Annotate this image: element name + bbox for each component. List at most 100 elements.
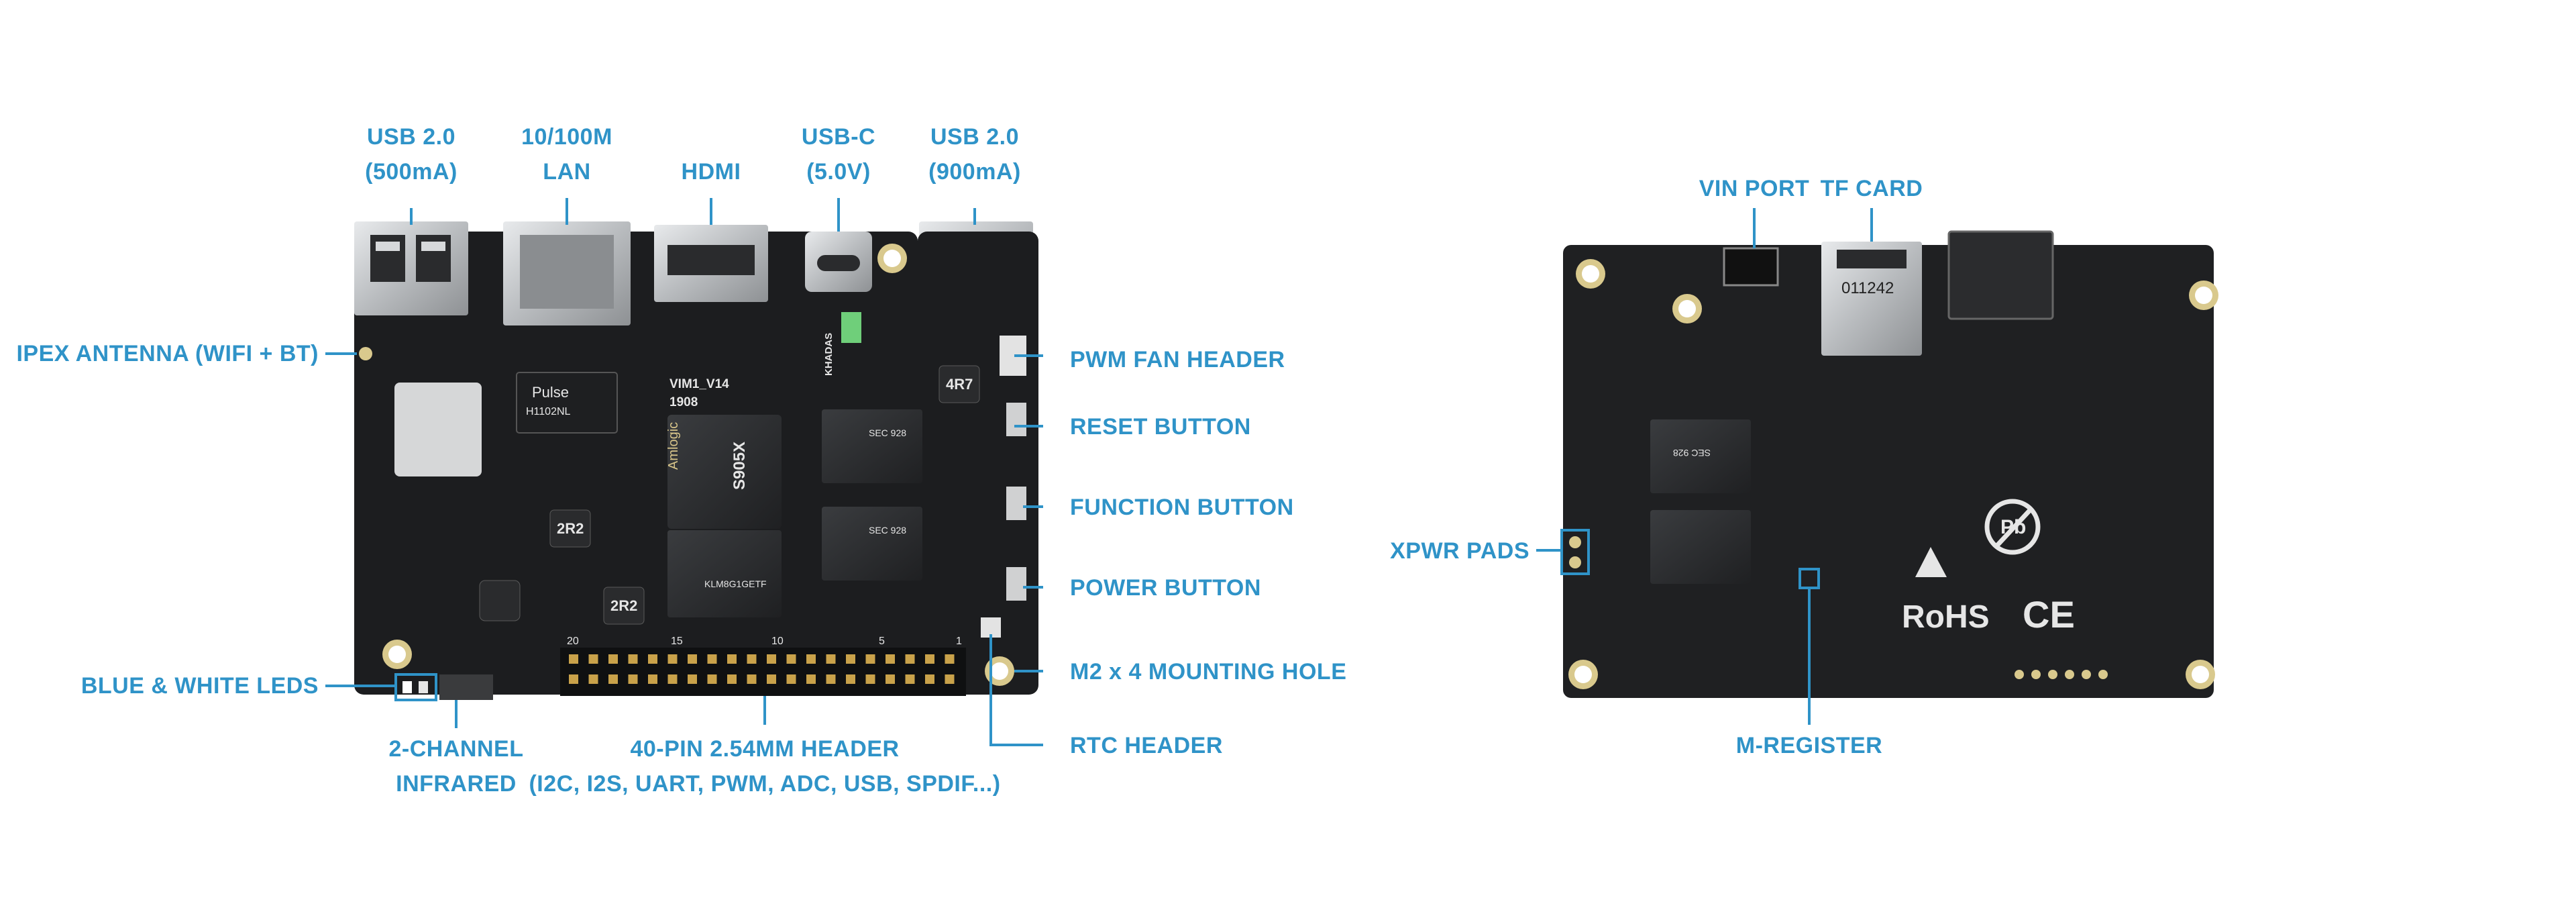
ram-chip-back <box>1650 510 1751 584</box>
gpio-pin <box>905 654 915 664</box>
ram-text: SEC 928 <box>869 427 906 438</box>
reset-button <box>1006 403 1026 436</box>
gpio-pin <box>727 654 737 664</box>
ipex-antenna-label: IPEX ANTENNA (WIFI + BT) <box>16 341 319 366</box>
xpwr-pads-label: XPWR PADS <box>1390 538 1529 564</box>
power-button-label: POWER BUTTON <box>1070 575 1261 601</box>
gpio-pin <box>806 674 816 684</box>
gpio-pin <box>767 654 776 664</box>
rtc-header-label: RTC HEADER <box>1070 733 1223 758</box>
esd-warning-icon <box>1915 547 1947 577</box>
mounting-hole <box>883 250 901 267</box>
m-register-label: M-REGISTER <box>1735 733 1883 758</box>
emmc-text: KLM8G1GETF <box>704 578 767 589</box>
gpio-pin <box>747 654 757 664</box>
lan-transformer <box>516 372 618 434</box>
inductor-text: 2R2 <box>610 597 637 614</box>
gpio-pin <box>667 674 678 684</box>
pin-number-1: 1 <box>956 636 962 647</box>
gpio-pins <box>569 654 955 684</box>
ram-chip <box>822 507 922 581</box>
pb-text: Pb <box>2000 516 2026 538</box>
bottom-pads <box>2015 670 2108 679</box>
usbc-label: USB-C(5.0V) <box>801 124 876 185</box>
gpio-pin <box>865 654 875 664</box>
tf-code-text: 011242 <box>1841 279 1894 297</box>
gpio-pin <box>688 674 697 684</box>
back-board <box>1560 230 2218 698</box>
pin-number-20: 20 <box>567 636 579 647</box>
vin-port <box>1723 247 1779 287</box>
gpio-pin <box>628 654 638 664</box>
tf-card-label: TF CARD <box>1820 176 1923 201</box>
gpio-pin <box>786 674 796 684</box>
leader-lines <box>325 198 1873 746</box>
board-date-text: 1908 <box>669 395 698 409</box>
emmc-chip <box>667 530 782 617</box>
pin-number-15: 15 <box>671 636 683 647</box>
gpio-pin <box>846 654 855 664</box>
gpio-pin <box>569 674 578 684</box>
ram-chip <box>822 409 922 483</box>
wifi-module <box>394 383 482 476</box>
gpio-pin <box>608 654 618 664</box>
tf-card-slot <box>1821 242 1922 356</box>
mounting-hole <box>388 646 406 663</box>
xpwr-pads <box>1560 529 1590 575</box>
inductor-text: 4R7 <box>946 376 973 393</box>
gpio-pin <box>767 674 776 684</box>
gpio-pin <box>727 674 737 684</box>
usb-900ma-label: USB 2.0(900mA) <box>928 124 1021 185</box>
gpio-pin <box>707 674 717 684</box>
front-board <box>354 221 1038 701</box>
gpio-pin <box>688 654 697 664</box>
ram-text: SEC 928 <box>869 525 906 536</box>
pulse-text: Pulse <box>532 384 569 401</box>
gpio-pin <box>945 674 955 684</box>
gpio-pin <box>588 654 598 664</box>
pin-number-10: 10 <box>771 636 784 647</box>
gpio-pin <box>707 654 717 664</box>
back-ram-text: SEC 928 <box>1673 448 1711 458</box>
gpio-pin <box>925 674 934 684</box>
gpio-pin <box>648 654 657 664</box>
hdmi-label: HDMI <box>681 159 741 185</box>
function-button-label: FUNCTION BUTTON <box>1070 495 1294 520</box>
gpio-header-label: 40-PIN 2.54MM HEADER(I2C, I2S, UART, PWM… <box>529 736 1001 797</box>
gpio-pin <box>826 674 836 684</box>
soc-brand-text: Amlogic <box>666 422 681 470</box>
reset-button-label: RESET BUTTON <box>1070 414 1251 440</box>
lan-port-back <box>1947 230 2054 320</box>
gpio-pin <box>885 654 895 664</box>
gpio-pin <box>667 654 678 664</box>
gpio-header <box>560 648 966 696</box>
gpio-pin <box>628 674 638 684</box>
gpio-pin <box>608 674 618 684</box>
pb-free-icon <box>1984 499 2041 555</box>
leds-label: BLUE & WHITE LEDS <box>80 673 319 699</box>
power-button <box>1006 567 1026 601</box>
gpio-pin <box>648 674 657 684</box>
gpio-pin <box>865 674 875 684</box>
gpio-pin <box>786 654 796 664</box>
soc-model-text: S905X <box>731 442 749 490</box>
gpio-pin <box>747 674 757 684</box>
pulse-part-text: H1102NL <box>526 406 571 417</box>
gpio-pin <box>588 674 598 684</box>
gpio-pin <box>905 674 915 684</box>
function-button <box>1006 487 1026 520</box>
usb-500ma-label: USB 2.0(500mA) <box>365 124 458 185</box>
pwm-fan-header-label: PWM FAN HEADER <box>1070 347 1285 372</box>
gpio-pin <box>925 654 934 664</box>
ce-text: CE <box>2023 593 2075 636</box>
ir-receiver <box>439 674 493 700</box>
ram-chip-back <box>1650 419 1751 493</box>
brand-text: KHADAS <box>823 333 835 376</box>
gpio-pin <box>846 674 855 684</box>
gpio-pin <box>885 674 895 684</box>
back-pcb <box>1563 245 2214 698</box>
